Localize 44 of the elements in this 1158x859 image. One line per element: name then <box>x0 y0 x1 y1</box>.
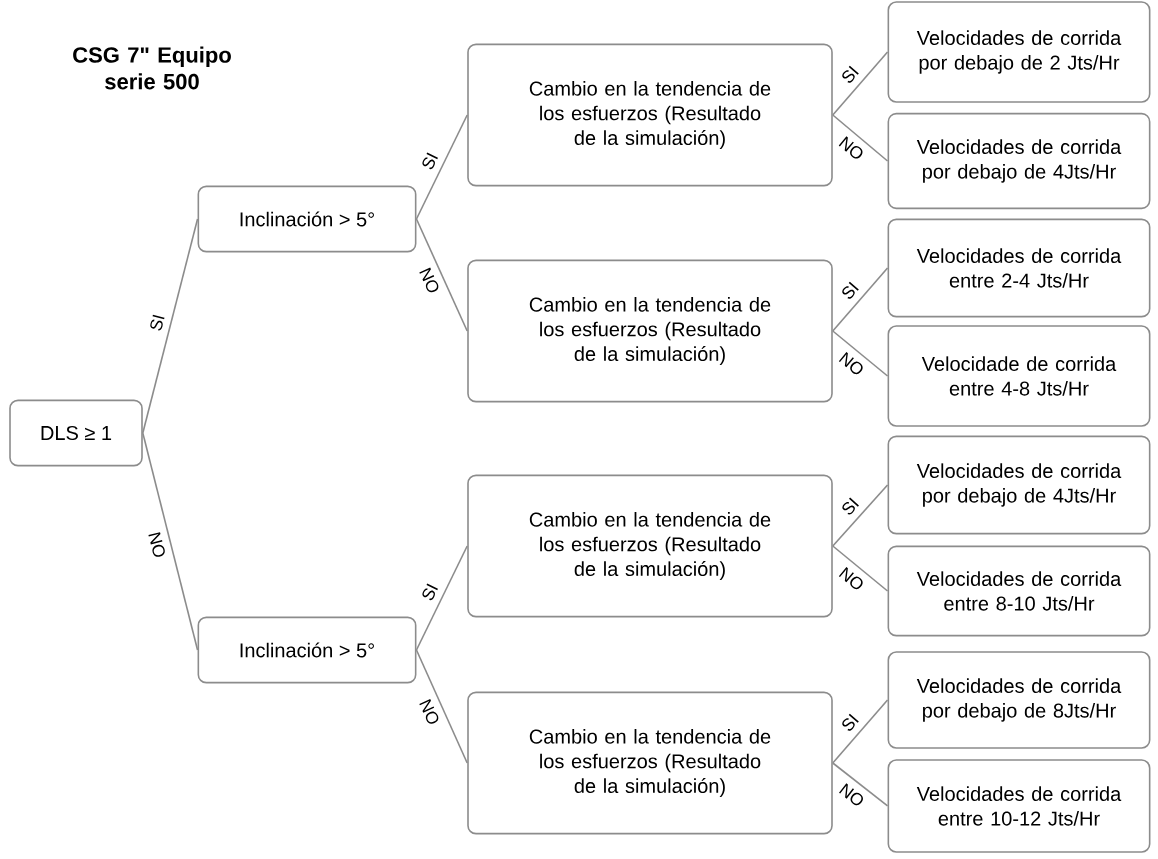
result-box: Velocidades de corrida por debajo de 8Jts/Hr <box>887 651 1151 749</box>
result-box: Velocidade de corrida entre 4-8 Jts/Hr <box>887 325 1151 427</box>
edge-label: SI <box>842 65 859 83</box>
connector-line <box>832 267 889 332</box>
edge-label: SI <box>422 583 438 601</box>
edge-label: SI <box>150 314 165 331</box>
title: CSG 7" Equipo serie 500 <box>73 46 231 90</box>
connector-line <box>832 484 889 547</box>
edge-label: SI <box>422 152 438 170</box>
connector-line <box>832 545 889 592</box>
result-box: Velocidades de corrida por debajo de 4Jts/Hr <box>887 112 1151 210</box>
decision-box: Inclinación > 5° <box>197 185 417 253</box>
edge-label: NO <box>838 136 863 159</box>
connector-line <box>415 218 468 332</box>
result-box: Velocidades de corrida entre 10-12 Jts/Hr <box>887 759 1151 853</box>
decision-box: Inclinación > 5° <box>197 616 417 684</box>
result-box: Velocidades de corrida por debajo de 4Jts/Hr <box>887 435 1151 535</box>
edge-label: NO <box>839 783 863 806</box>
connector-line <box>832 330 889 377</box>
edge-label: SI <box>842 497 859 515</box>
connector-line <box>415 649 468 764</box>
result-box: Velocidades de corrida entre 8-10 Jts/Hr <box>887 545 1151 637</box>
connector-line <box>415 545 468 651</box>
result-box: Velocidades de corrida entre 2-4 Jts/Hr <box>887 218 1151 318</box>
connector-line <box>142 432 199 651</box>
connector-line <box>832 51 889 116</box>
condition-box: Cambio en la tendencia de los esfuerzos (Resultado de la simulación) <box>467 474 833 618</box>
condition-box: Cambio en la tendencia de los esfuerzos (Resultado de la simulación) <box>467 43 833 187</box>
connector-line <box>832 762 889 807</box>
edge-label: SI <box>842 713 859 731</box>
edge-label: NO <box>148 532 165 557</box>
condition-box: Cambio en la tendencia de los esfuerzos (Resultado de la simulación) <box>467 259 833 403</box>
result-box: Velocidades de corrida por debajo de 2 Jts/Hr <box>887 1 1151 103</box>
edge-label: NO <box>838 352 863 375</box>
connector-line <box>142 218 199 434</box>
edge-label: SI <box>842 281 859 299</box>
condition-box: Cambio en la tendencia de los esfuerzos (Resultado de la simulación) <box>467 691 833 835</box>
connector-line <box>415 114 468 220</box>
edge-label: NO <box>838 567 863 590</box>
connector-line <box>832 114 889 162</box>
edge-label: NO <box>419 267 439 293</box>
edge-label: NO <box>419 699 439 724</box>
decision-box: DLS ≥ 1 <box>9 399 143 467</box>
connector-line <box>832 699 889 764</box>
